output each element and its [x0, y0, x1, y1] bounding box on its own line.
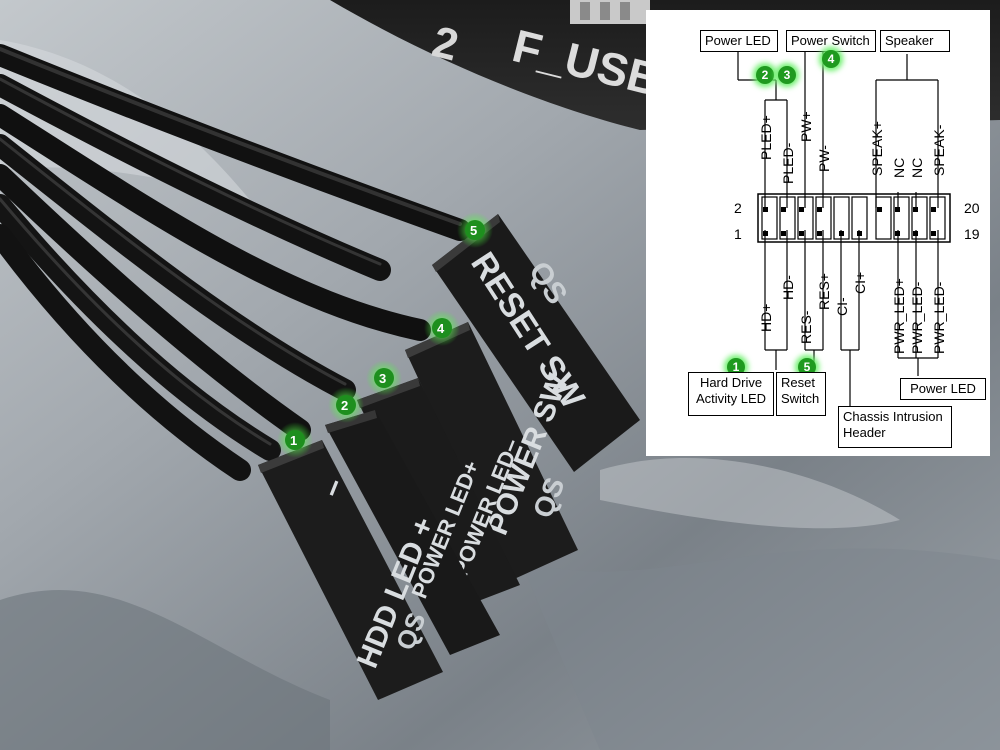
pin-label-hd-plus: HD+ [758, 303, 774, 332]
bag-highlight [600, 458, 900, 529]
header-pins [580, 2, 590, 20]
pin-label-pled-minus: PLED- [780, 142, 796, 184]
pin-label-hd-minus: HD- [780, 275, 796, 300]
row-number-top-right: 20 [964, 200, 980, 216]
power-switch-box: Power Switch [786, 30, 876, 52]
svg-text:5: 5 [470, 223, 477, 238]
pin-label-ci-plus: CI+ [852, 271, 868, 294]
diagram-badge-3: 3 [778, 66, 796, 84]
svg-text:1: 1 [290, 433, 297, 448]
box-line: Activity LED [695, 391, 767, 406]
box-line: Switch [781, 391, 820, 406]
power-led-box: Power LED [700, 30, 778, 52]
bag-wrinkle [0, 590, 330, 750]
svg-text:2: 2 [341, 398, 348, 413]
pinout-diagram: Power LED Power Switch Speaker 2 3 4 PLE… [646, 10, 990, 456]
pin-label-pw-plus: PW+ [798, 111, 814, 142]
bag-wrinkle [520, 548, 1000, 750]
diagram-badge-5: 5 [798, 358, 816, 376]
box-line: Reset [781, 375, 815, 390]
photo-badge-2: 2 [328, 387, 364, 423]
header-pins [620, 2, 630, 20]
pin-label-pwr-led-minus: PWR_LED- [931, 281, 947, 354]
row-number-bottom-right: 19 [964, 226, 980, 242]
photo-badge-5: 5 [457, 212, 493, 248]
pin-label-pwr-led-plus: PWR_LED+ [891, 278, 907, 354]
pin-label-ci-minus: CI- [834, 297, 850, 316]
diagram-badge-1: 1 [727, 358, 745, 376]
diagram-lines [737, 44, 951, 408]
pin-label-nc: NC [891, 157, 907, 178]
svg-text:4: 4 [437, 321, 445, 336]
pin-label-res-plus: RES+ [816, 273, 832, 310]
diagram-badge-2: 2 [756, 66, 774, 84]
pin-label-pled-plus: PLED+ [758, 115, 774, 160]
photo-badge-4: 4 [424, 310, 460, 346]
pin-label-speak-minus: SPEAK- [931, 124, 947, 176]
chassis-intrusion-header-box: Chassis Intrusion Header [838, 406, 952, 448]
pin-label-res-minus: RES- [798, 310, 814, 344]
speaker-box: Speaker [880, 30, 950, 52]
row-number-top-left: 2 [734, 200, 742, 216]
hard-drive-activity-led-box: Hard Drive Activity LED [688, 372, 774, 416]
box-line: Header [843, 425, 886, 440]
pin-label-pw-minus: PW- [816, 145, 832, 172]
header-pins [600, 2, 610, 20]
wires [0, 44, 471, 481]
box-line: Hard Drive [699, 375, 763, 390]
reset-switch-box: Reset Switch [776, 372, 826, 416]
photo-badge-1: 1 [277, 422, 313, 458]
row-number-bottom-left: 1 [734, 226, 742, 242]
power-led-bottom-box: Power LED [900, 378, 986, 400]
pin-label-nc: NC [909, 157, 925, 178]
pin-label-speak-plus: SPEAK+ [869, 121, 885, 176]
photo-badge-3: 3 [366, 360, 402, 396]
svg-text:3: 3 [379, 371, 386, 386]
box-line: Chassis Intrusion [843, 409, 943, 424]
pin-label-pwr-led-minus: PWR_LED- [909, 281, 925, 354]
diagram-badge-4: 4 [822, 50, 840, 68]
